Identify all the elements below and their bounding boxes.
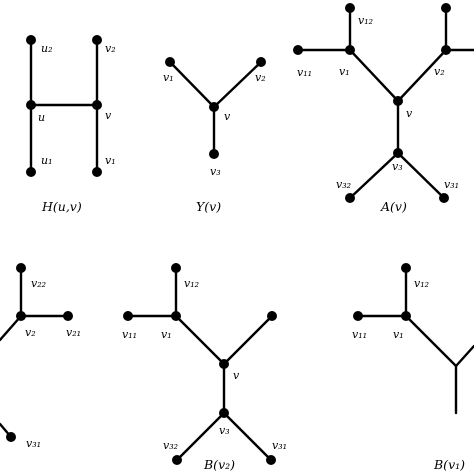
edge: [348, 48, 400, 103]
node: [293, 45, 303, 55]
node-label: v₂: [25, 326, 36, 339]
node-label: u₂: [41, 42, 53, 55]
node-label: v: [105, 109, 112, 122]
node: [441, 45, 451, 55]
node: [401, 311, 411, 321]
node-label: v₂: [105, 42, 116, 55]
graph-y: v₁ v₂ v v₃ Y(v): [163, 57, 266, 214]
edge: [175, 411, 226, 462]
graph-partial-left: v₂₂ v₂ v₂₁ v₃₁: [0, 263, 81, 450]
node-label: v₂₂: [31, 277, 46, 290]
node: [209, 102, 219, 112]
edge: [222, 314, 274, 366]
edge: [222, 411, 273, 462]
node-label: v₁₂: [184, 277, 199, 290]
edge: [404, 314, 458, 368]
node-label: v₁₁: [122, 328, 137, 341]
node: [345, 193, 355, 203]
node-label: v₁: [163, 71, 174, 84]
node: [256, 57, 266, 67]
node-label: v₃₁: [444, 178, 459, 191]
node-label: v: [224, 110, 231, 123]
node-label: v: [406, 107, 413, 120]
node-label: v₃: [392, 160, 403, 173]
node: [171, 263, 181, 273]
graph-a: v₁₂ v₁₁ v₁ v₂ v v₃ v₃₂ v₃₁ A(v): [293, 3, 474, 214]
node: [393, 148, 403, 158]
node-label: v₁₁: [297, 66, 312, 79]
node: [219, 408, 229, 418]
node-label: u₁: [41, 154, 53, 167]
node: [26, 167, 36, 177]
node-label: v₂₁: [66, 326, 81, 339]
node-label: v₁₂: [414, 277, 429, 290]
node-label: v₂: [434, 65, 445, 78]
node-label: v₂: [255, 71, 266, 84]
node-label: v₃₁: [26, 437, 41, 450]
node-label: v₃: [210, 165, 221, 178]
node: [172, 455, 182, 465]
node-label: v₁: [161, 328, 172, 341]
node: [353, 311, 363, 321]
edge: [454, 344, 474, 368]
node-label: u: [38, 111, 45, 124]
node: [16, 263, 26, 273]
caption-a: A(v): [380, 199, 407, 214]
edge: [396, 48, 448, 103]
node: [26, 35, 36, 45]
graph-b-v1: v₁₂ v₁₁ v₁ B(v₁): [352, 263, 474, 472]
node: [92, 100, 102, 110]
node-label: v₁: [105, 154, 116, 167]
node-label: v₁: [393, 328, 404, 341]
node: [63, 311, 73, 321]
node-label: v: [233, 369, 240, 382]
node-label: v₃₂: [163, 439, 178, 452]
node: [219, 359, 229, 369]
caption-b-v2: B(v₂): [203, 457, 235, 472]
node: [267, 311, 277, 321]
node: [209, 149, 219, 159]
caption-h: H(u,v): [41, 199, 82, 214]
node: [171, 311, 181, 321]
edge: [0, 314, 23, 342]
node: [393, 96, 403, 106]
node: [123, 311, 133, 321]
node: [345, 45, 355, 55]
node-label: v₁₁: [352, 328, 367, 341]
node: [165, 57, 175, 67]
edge: [348, 151, 400, 200]
caption-y: Y(v): [196, 199, 221, 214]
edge: [168, 60, 216, 109]
node-label: v₃: [219, 424, 230, 437]
node: [92, 35, 102, 45]
caption-b-v1: B(v₁): [433, 457, 465, 472]
node: [441, 3, 451, 13]
node: [345, 3, 355, 13]
node: [6, 432, 16, 442]
node: [439, 193, 449, 203]
node: [266, 455, 276, 465]
graph-b-v2: v₁₂ v₁₁ v₁ v v₃ v₃₂ v₃₁ B(v₂): [122, 263, 287, 472]
node: [92, 167, 102, 177]
node-label: v₃₁: [272, 439, 287, 452]
edge: [396, 151, 446, 200]
node: [16, 311, 26, 321]
edge: [212, 60, 263, 109]
node: [401, 263, 411, 273]
graph-h: u₂ v₂ u v u₁ v₁ H(u,v): [26, 35, 116, 214]
node: [26, 100, 36, 110]
node-label: v₁: [339, 65, 350, 78]
node-label: v₁₂: [358, 14, 373, 27]
edge: [174, 314, 226, 366]
node-label: v₃₂: [336, 178, 351, 191]
